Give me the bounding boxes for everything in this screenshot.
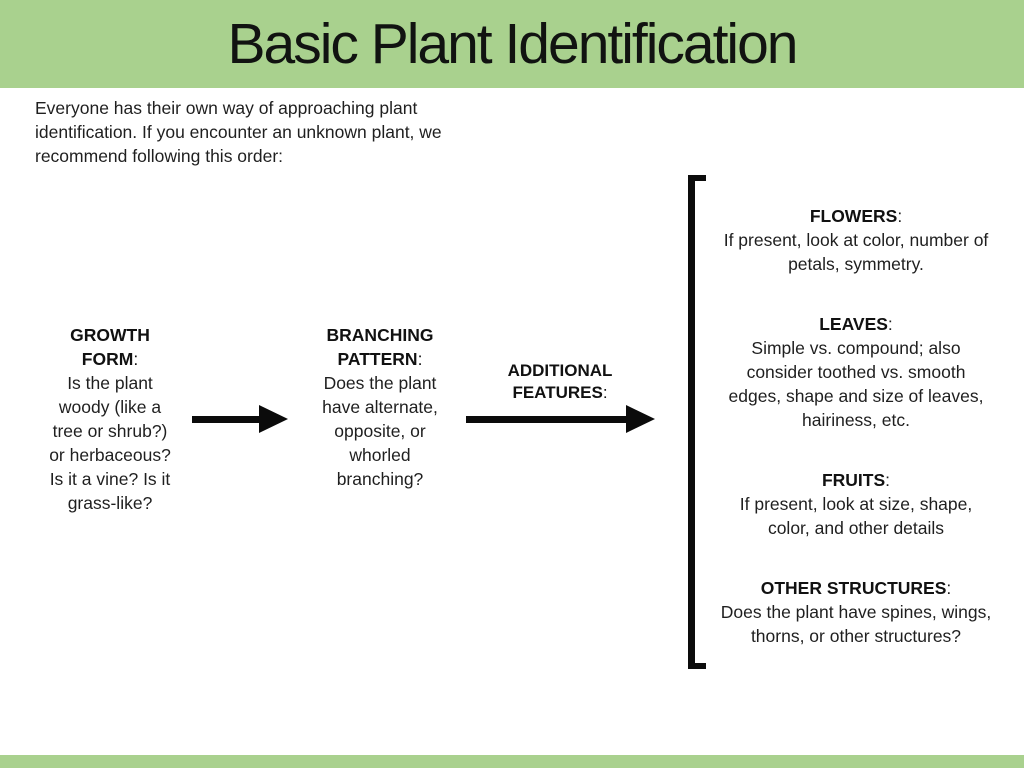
text-line: Does the plant bbox=[323, 373, 437, 393]
text-line: have alternate, bbox=[322, 397, 438, 417]
step-body: Is the plant woody (like a tree or shrub?)… bbox=[20, 371, 200, 515]
text-line: thorns, or other structures? bbox=[750, 626, 962, 646]
text-line: hairiness, etc. bbox=[802, 410, 910, 430]
text-line: woody (like a bbox=[58, 397, 162, 417]
branching-pattern-block: BRANCHING PATTERN: Does the plant have al… bbox=[288, 323, 472, 491]
step-title-line: FORM: bbox=[81, 349, 139, 369]
step-title-line: FEATURES: bbox=[512, 383, 608, 402]
step-body: Does the plant have alternate, opposite, o… bbox=[288, 371, 472, 491]
growth-form-block: GROWTH FORM: Is the plant woody (like a tr… bbox=[20, 323, 200, 515]
text-line: Everyone has their own way of approachin… bbox=[35, 98, 418, 118]
flowers-block: FLOWERS: If present, look at color, numb… bbox=[694, 204, 1018, 276]
category-title: LEAVES: bbox=[819, 314, 893, 334]
text-line: Simple vs. compound; also bbox=[751, 338, 961, 358]
text-line: edges, shape and size of leaves, bbox=[728, 386, 984, 406]
arrow-head-icon bbox=[626, 405, 655, 433]
arrow-shaft bbox=[466, 416, 629, 423]
text-line: Is the plant bbox=[67, 373, 153, 393]
text-line: tree or shrub?) bbox=[52, 421, 168, 441]
title-banner: Basic Plant Identification bbox=[0, 0, 1024, 88]
category-body: Simple vs. compound; also consider toothe… bbox=[694, 336, 1018, 432]
arrow-head-icon bbox=[259, 405, 288, 433]
arrow-shaft bbox=[192, 416, 262, 423]
other-structures-block: OTHER STRUCTURES: Does the plant have sp… bbox=[694, 576, 1018, 648]
intro-text: Everyone has their own way of approachin… bbox=[35, 96, 515, 168]
text-line: consider toothed vs. smooth bbox=[746, 362, 966, 382]
step-title-line: GROWTH bbox=[70, 325, 150, 345]
flow-arrow-2 bbox=[466, 405, 655, 434]
text-line: grass-like? bbox=[67, 493, 153, 513]
text-line: If present, look at color, number of bbox=[723, 230, 989, 250]
text-line: identification. If you encounter an unkn… bbox=[35, 122, 442, 142]
slide-title: Basic Plant Identification bbox=[227, 12, 798, 76]
text-line: petals, symmetry. bbox=[788, 254, 924, 274]
text-line: or herbaceous? bbox=[49, 445, 171, 465]
step-title-line: PATTERN: bbox=[337, 349, 423, 369]
flow-arrow-1 bbox=[192, 405, 288, 434]
category-title: FLOWERS: bbox=[809, 206, 903, 226]
category-bracket bbox=[688, 175, 706, 669]
leaves-block: LEAVES: Simple vs. compound; also conside… bbox=[694, 312, 1018, 432]
text-line: color, and other details bbox=[767, 518, 945, 538]
text-line: recommend following this order: bbox=[35, 146, 284, 166]
category-body: If present, look at size, shape, color, a… bbox=[694, 492, 1018, 540]
step-title-line: ADDITIONAL bbox=[507, 361, 613, 380]
step-title-line: BRANCHING bbox=[326, 325, 434, 345]
category-title: FRUITS: bbox=[821, 470, 891, 490]
additional-features-label: ADDITIONAL FEATURES: bbox=[478, 360, 642, 404]
text-line: Does the plant have spines, wings, bbox=[720, 602, 992, 622]
footer-bar bbox=[0, 755, 1024, 768]
category-title: OTHER STRUCTURES: bbox=[760, 578, 952, 598]
fruits-block: FRUITS: If present, look at size, shape,… bbox=[694, 468, 1018, 540]
text-line: opposite, or bbox=[334, 421, 426, 441]
text-line: Is it a vine? Is it bbox=[49, 469, 171, 489]
category-body: If present, look at color, number of peta… bbox=[694, 228, 1018, 276]
text-line: whorled bbox=[349, 445, 411, 465]
text-line: branching? bbox=[336, 469, 424, 489]
text-line: If present, look at size, shape, bbox=[739, 494, 973, 514]
category-body: Does the plant have spines, wings, thorns… bbox=[694, 600, 1018, 648]
